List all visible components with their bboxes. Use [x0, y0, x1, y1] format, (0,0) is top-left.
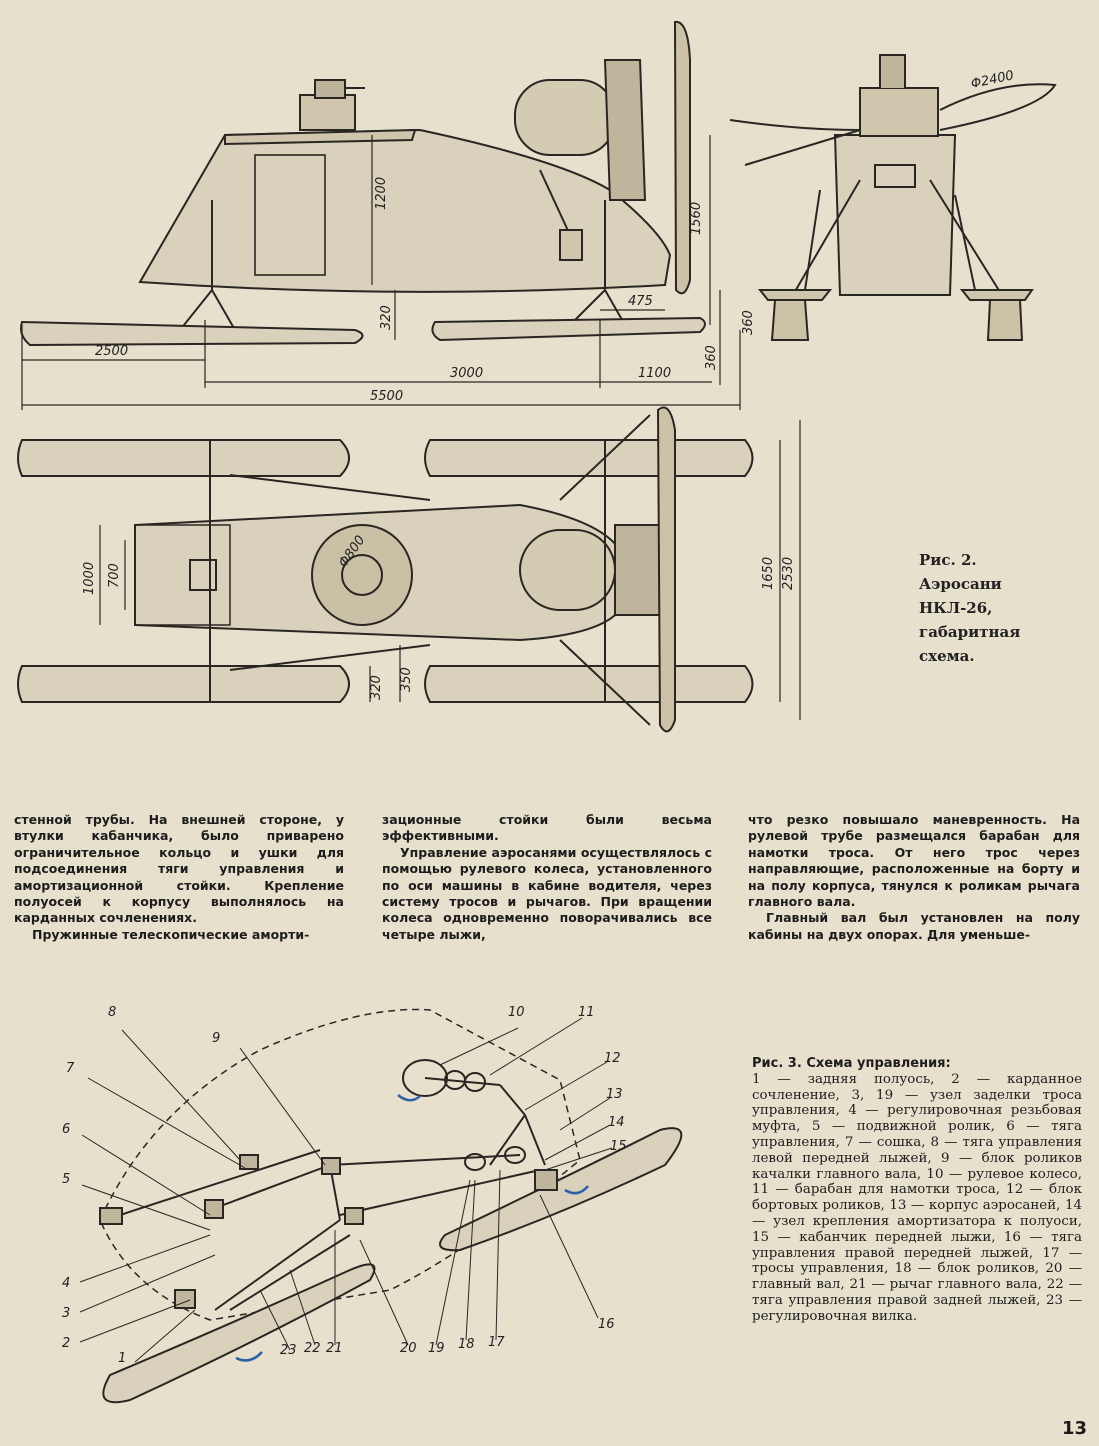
caption-line: схема. [919, 647, 975, 665]
label-19: 19 [428, 1341, 445, 1356]
dim-5500: 5500 [370, 389, 403, 404]
label-4: 4 [62, 1276, 70, 1291]
label-14: 14 [608, 1115, 625, 1130]
paragraph: зационные стойки были весьма эффективным… [382, 812, 712, 844]
dim-3000: 3000 [450, 366, 483, 381]
label-13: 13 [606, 1087, 623, 1102]
paragraph: стенной трубы. На внешней стороне, у вту… [14, 812, 344, 926]
label-11: 11 [578, 1005, 595, 1020]
page-number: 13 [1062, 1418, 1088, 1439]
text-column-2: зационные стойки были весьма эффективным… [382, 812, 712, 943]
dim-700: 700 [107, 563, 122, 588]
label-16: 16 [598, 1317, 615, 1332]
label-12: 12 [604, 1051, 621, 1066]
label-8: 8 [108, 1005, 116, 1020]
dim-diameter-2400: Φ2400 [970, 68, 1016, 92]
label-22: 22 [304, 1341, 321, 1356]
label-1: 1 [118, 1351, 126, 1366]
paragraph: Пружинные телескопические аморти- [32, 926, 310, 942]
figure-3-legend: 1 — задняя полуось, 2 — карданное сочлен… [752, 1071, 1082, 1324]
caption-line: НКЛ-26, [919, 599, 993, 617]
top-view-drawing: Φ800 1000 700 1650 2530 320 350 [17, 406, 801, 733]
dim-1650: 1650 [761, 557, 776, 590]
text-column-1: стенной трубы. На внешней стороне, у вту… [14, 812, 344, 943]
figure-3-caption: Рис. 3. Схема управления: 1 — задняя пол… [752, 1056, 1082, 1325]
label-5: 5 [62, 1172, 70, 1187]
figure-3-title: Рис. 3. Схема управления: [752, 1056, 951, 1071]
caption-line: Аэросани [919, 575, 1002, 593]
caption-line: Рис. 2. [919, 551, 977, 569]
label-10: 10 [508, 1005, 525, 1020]
label-7: 7 [66, 1061, 75, 1076]
dim-2500: 2500 [95, 344, 128, 359]
label-15: 15 [610, 1139, 627, 1154]
paragraph: Управление аэросанями осуществлялось с п… [382, 844, 712, 942]
label-6: 6 [62, 1122, 70, 1137]
label-18: 18 [458, 1337, 475, 1352]
label-20: 20 [400, 1341, 417, 1356]
label-17: 17 [488, 1335, 505, 1350]
paragraph: Главный вал был установлен на полу кабин… [748, 910, 1080, 942]
label-21: 21 [326, 1341, 343, 1356]
label-3: 3 [62, 1306, 70, 1321]
label-9: 9 [212, 1031, 220, 1046]
dim-360-side: 360 [704, 345, 719, 370]
caption-line: габаритная [919, 623, 1021, 641]
paragraph: что резко повышало маневренность. На рул… [748, 812, 1080, 910]
dim-1200: 1200 [374, 177, 389, 210]
text-column-3: что резко повышало маневренность. На рул… [748, 812, 1080, 943]
dim-1100: 1100 [638, 366, 671, 381]
label-2: 2 [62, 1336, 70, 1351]
dim-1560: 1560 [689, 202, 704, 235]
dim-2530: 2530 [781, 557, 796, 590]
dim-320-side: 320 [379, 305, 394, 330]
dim-1000: 1000 [82, 562, 97, 595]
dim-350: 350 [399, 667, 414, 692]
dim-475: 475 [628, 294, 653, 309]
dim-320-top: 320 [369, 675, 384, 700]
figure-2-caption: Рис. 2. Аэросани НКЛ-26, габаритная схем… [919, 548, 1089, 668]
control-scheme-drawing: 1 2 3 4 5 6 7 8 9 10 11 12 13 14 15 16 1… [62, 1005, 683, 1404]
side-view-drawing: 1200 1560 475 320 360 360 2500 3000 1100… [20, 20, 1057, 410]
label-23: 23 [280, 1343, 297, 1358]
dim-360-front: 360 [741, 310, 756, 335]
